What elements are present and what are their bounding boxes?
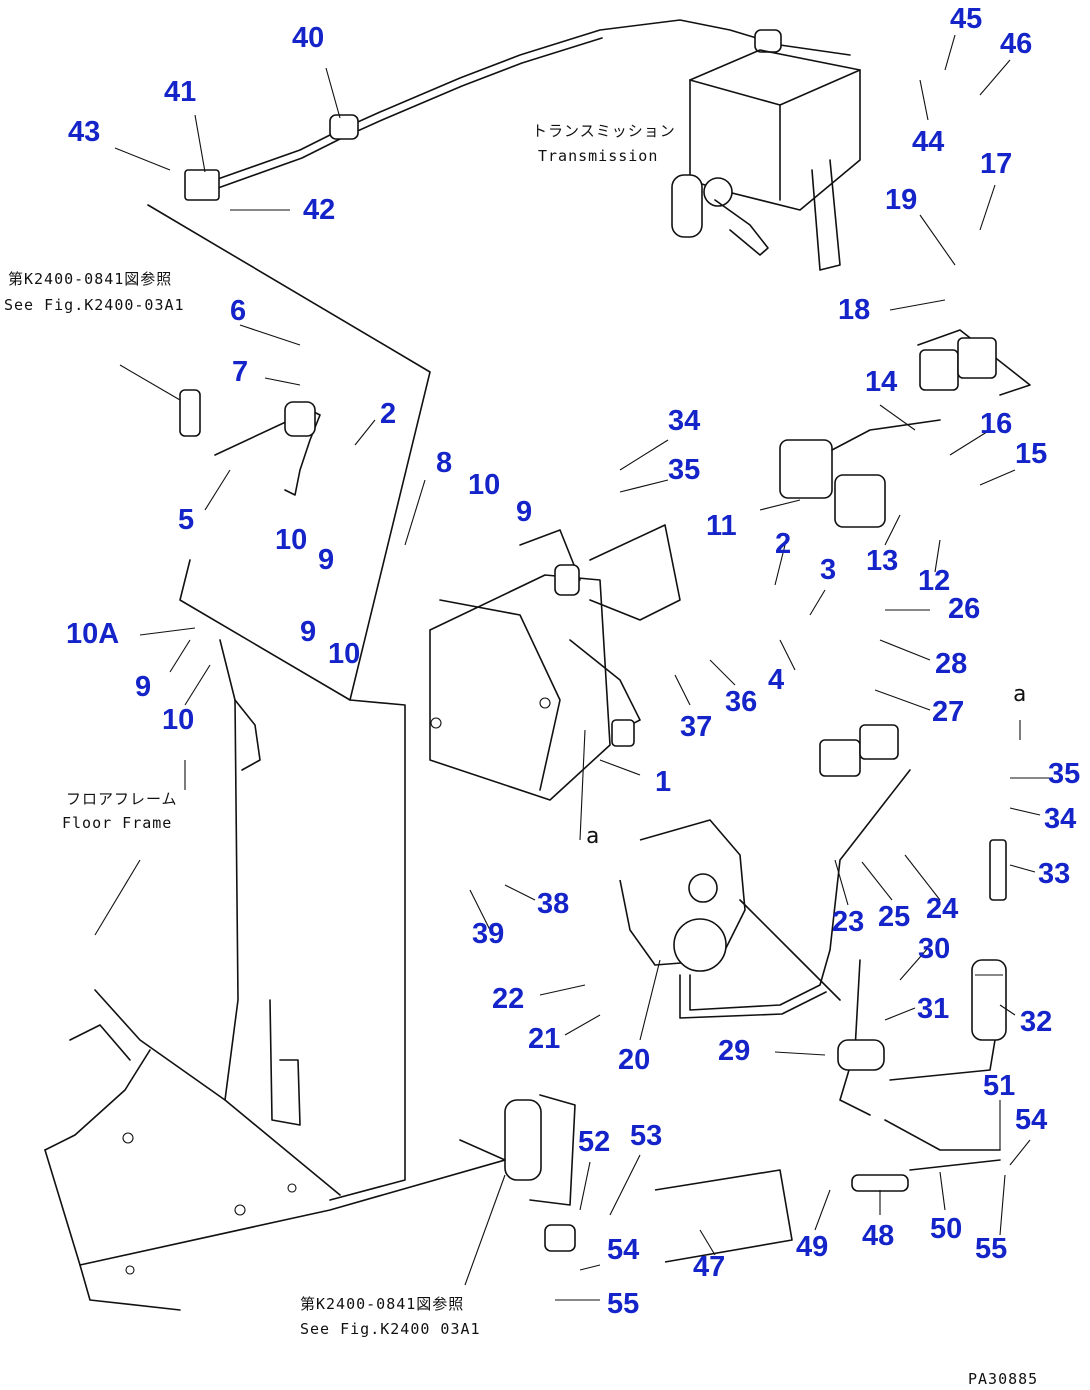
pipe-29 (679, 724, 911, 1019)
part-label-47: 47 (693, 1251, 726, 1283)
part-label-15: 15 (1015, 438, 1048, 470)
see-fig-note-bottom-en: See Fig.K2400 03A1 (300, 1320, 481, 1338)
part-label-34-lower: 34 (1044, 803, 1077, 835)
control-cable-40 (184, 19, 851, 201)
view-marker-a-center: a (586, 824, 600, 849)
valve-assembly-20 (619, 819, 841, 1001)
part-label-21: 21 (528, 1023, 561, 1055)
part-label-48: 48 (862, 1220, 895, 1252)
part-label-44: 44 (912, 126, 945, 158)
part-label-55-right: 55 (975, 1233, 1008, 1265)
part-label-35-upper: 35 (668, 454, 701, 486)
figure-code: PA30885 (968, 1370, 1039, 1388)
lever-30 (837, 959, 1001, 1151)
part-label-10A: 10A (66, 618, 120, 650)
part-label-7: 7 (232, 356, 249, 388)
part-label-54-left: 54 (607, 1234, 640, 1266)
part-label-11: 11 (706, 510, 737, 542)
part-label-2-upper: 2 (380, 398, 397, 430)
part-label-29: 29 (718, 1035, 751, 1067)
see-fig-note-bottom-jp: 第K2400-0841図参照 (300, 1295, 465, 1313)
part-label-54-right: 54 (1015, 1104, 1048, 1136)
part-label-10-a: 10 (468, 469, 501, 501)
part-label-9-b: 9 (318, 544, 335, 576)
part-label-16: 16 (980, 408, 1013, 440)
part-label-8: 8 (436, 447, 453, 479)
lever-5 (179, 389, 321, 496)
part-label-19: 19 (885, 184, 918, 216)
part-label-42: 42 (303, 194, 336, 226)
part-label-50: 50 (930, 1213, 963, 1245)
see-fig-note-top-en: See Fig.K2400-03A1 (4, 296, 185, 314)
part-label-41: 41 (164, 76, 197, 108)
transmission-housing (671, 49, 861, 271)
part-label-23: 23 (832, 906, 865, 938)
part-label-46: 46 (1000, 28, 1033, 60)
part-label-31: 31 (917, 993, 950, 1025)
part-label-1: 1 (655, 766, 672, 798)
floor-frame-label-jp: フロアフレーム (66, 790, 178, 808)
floor-frame-outline (44, 204, 541, 1311)
part-label-4: 4 (768, 664, 785, 696)
part-label-49: 49 (796, 1231, 829, 1263)
floor-frame-label-en: Floor Frame (62, 814, 173, 832)
part-label-27: 27 (932, 696, 965, 728)
part-label-24: 24 (926, 893, 959, 925)
leader-lines (94, 34, 1050, 1301)
part-label-9-a: 9 (516, 496, 533, 528)
part-label-10-b: 10 (275, 524, 308, 556)
part-label-9-d: 9 (135, 671, 152, 703)
part-label-39: 39 (472, 918, 505, 950)
part-label-18: 18 (838, 294, 871, 326)
part-label-28: 28 (935, 648, 968, 680)
see-fig-note-top-jp: 第K2400-0841図参照 (8, 270, 173, 288)
part-label-13: 13 (866, 545, 899, 577)
part-label-20: 20 (618, 1044, 651, 1076)
part-label-43: 43 (68, 116, 101, 148)
part-label-10-c: 10 (328, 638, 361, 670)
part-label-2-lower: 2 (775, 528, 792, 560)
part-label-37: 37 (680, 711, 713, 743)
part-label-22: 22 (492, 983, 525, 1015)
upper-bracket-assembly (779, 329, 1031, 528)
part-label-6: 6 (230, 295, 247, 327)
part-label-55-left: 55 (607, 1288, 640, 1320)
pedal-bracket-1 (429, 524, 681, 801)
view-marker-a-right: a (1013, 682, 1027, 707)
part-label-12: 12 (918, 565, 951, 597)
part-label-9-c: 9 (300, 616, 317, 648)
transmission-label-en: Transmission (538, 147, 659, 165)
transmission-label-jp: トランスミッション (532, 122, 676, 140)
part-label-34-upper: 34 (668, 405, 701, 437)
part-label-17: 17 (980, 148, 1013, 180)
part-label-45: 45 (950, 3, 983, 35)
part-label-14: 14 (865, 366, 898, 398)
part-label-53: 53 (630, 1120, 663, 1152)
part-label-5: 5 (178, 504, 195, 536)
part-label-40: 40 (292, 22, 325, 54)
part-label-51: 51 (983, 1070, 1016, 1102)
part-label-10-d: 10 (162, 704, 195, 736)
part-label-35-lower: 35 (1048, 758, 1081, 790)
part-label-30: 30 (918, 933, 951, 965)
part-label-52: 52 (578, 1126, 611, 1158)
part-label-26: 26 (948, 593, 981, 625)
part-label-38: 38 (537, 888, 570, 920)
part-label-33: 33 (1038, 858, 1071, 890)
spring-32 (971, 839, 1007, 1041)
pivot-arm (459, 1094, 576, 1206)
part-label-25: 25 (878, 901, 911, 933)
part-label-3: 3 (820, 554, 837, 586)
part-label-32: 32 (1020, 1006, 1053, 1038)
part-label-36: 36 (725, 686, 758, 718)
cylinder-47 (544, 1159, 1001, 1263)
